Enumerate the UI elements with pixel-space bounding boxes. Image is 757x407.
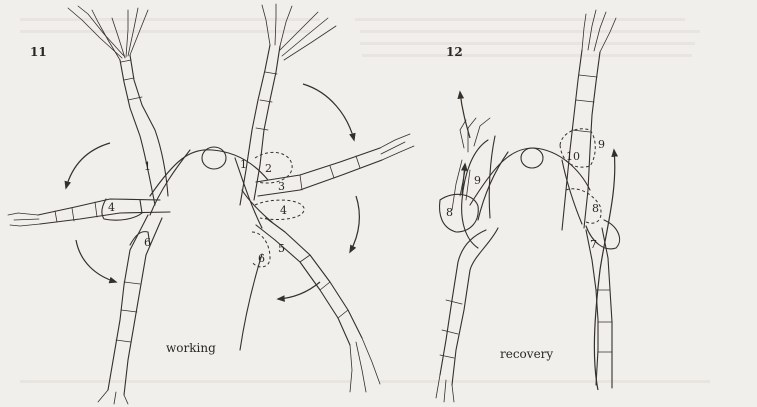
figure-12-number: 12 [446,45,463,59]
figure-12-recovery: 12 9 8 10 9 8 7 recovery [436,10,620,402]
left-leg-lower [108,215,162,395]
label-2-right: 2 [265,162,272,175]
arrow-right-top [303,84,354,140]
left-leg-upper [120,55,168,205]
label-4-right: 4 [280,204,287,217]
caption-recovery: recovery [500,347,553,361]
right-leg-middle [256,148,382,196]
label-8-left: 8 [446,206,453,219]
label-1-right: 1 [240,158,247,171]
label-3-right: 3 [278,180,285,193]
label-1-left: 1 [144,160,151,173]
bleed-through-text [20,18,710,383]
right-lower-leg [586,228,612,388]
arrow-right-middle [350,196,359,252]
label-10-right: 10 [566,150,580,163]
label-6-right: 6 [258,252,265,265]
label-8-right: 8 [592,202,599,215]
label-5-right: 5 [278,242,285,255]
label-7-right: 7 [590,238,597,251]
eye-icon-recovery [521,148,543,168]
arrow-right-bottom [278,282,320,299]
figure-11-number: 11 [30,45,47,59]
arrow-left-bottom [76,240,116,282]
label-9-left: 9 [474,174,481,187]
arrow-left-top [66,143,110,188]
caption-working: working [166,341,216,355]
left-folded-legs [440,136,498,385]
right-leg-lower [256,218,362,345]
label-9-right: 9 [598,138,605,151]
label-6-left: 6 [144,236,151,249]
arrow-recovery-up-left [460,92,470,138]
figure-11-working: 11 [8,4,414,404]
label-4-left: 4 [108,201,115,214]
